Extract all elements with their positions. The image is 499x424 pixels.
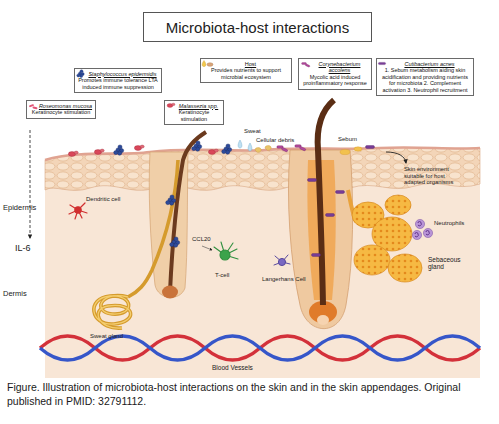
malassezia-yeast xyxy=(68,151,78,156)
callout-box: Cutibacterium acnes1. Sebum metabolism a… xyxy=(376,58,474,96)
blood-vessel-artery xyxy=(40,336,480,360)
langerhans-cell xyxy=(274,255,290,266)
hair-bulb xyxy=(162,286,178,299)
cutibacterium-rod xyxy=(308,179,317,182)
dendritic-cell xyxy=(69,203,87,219)
cellular-debris xyxy=(265,146,271,151)
host-icon xyxy=(202,61,213,67)
sweat-drop xyxy=(238,140,242,148)
part-label: Epidermis xyxy=(3,204,36,213)
figure-caption: Figure. Illustration of microbiota-host … xyxy=(7,380,487,408)
part-label: Sebum xyxy=(338,136,357,143)
part-label: IL-6 xyxy=(15,243,31,253)
t-cell xyxy=(214,242,238,260)
environment-arrow xyxy=(386,152,406,163)
sweat-gland-lumen xyxy=(94,296,131,329)
epidermis-layer xyxy=(45,147,480,190)
callout-heading: Staphylococcus epidermidis xyxy=(77,71,159,78)
hair-shaft xyxy=(170,132,206,292)
sebum-drop xyxy=(354,147,362,151)
staph-icon xyxy=(77,70,85,78)
malassezia-yeast xyxy=(134,145,144,150)
blood-vessel-vein xyxy=(40,336,480,360)
part-label: Langerhans Cell xyxy=(262,276,306,283)
cutibacterium-rod xyxy=(312,254,321,257)
title-box: Microbiota-host interactions xyxy=(143,12,372,42)
cutibacterium-rod xyxy=(366,146,375,149)
sebaceous-lobe xyxy=(385,195,411,215)
corynebacterium-rod xyxy=(277,146,288,152)
callout-box: Staphylococcus epidermidisPromotes immun… xyxy=(74,68,162,93)
callout-heading: Cutibacterium acnes xyxy=(379,61,471,68)
staph-cluster xyxy=(192,141,202,151)
callout-body: Keratinocyte stimulation xyxy=(29,109,93,116)
callout-body: Mycolic acid induced proinflammatory res… xyxy=(301,74,369,87)
malassezia-yeast xyxy=(208,149,218,154)
callout-box: Corynebacterium accolensMycolic acid ind… xyxy=(298,58,372,90)
part-label: Sebaceous gland xyxy=(428,256,464,271)
part-label: Sweat xyxy=(244,128,261,135)
malassezia-icon xyxy=(167,103,175,107)
callout-body: Promotes immune tolerance LTA induced im… xyxy=(77,77,159,90)
callout-body: 1. Sebum metabolism aiding skin acidific… xyxy=(379,67,471,93)
part-label: T-cell xyxy=(215,272,229,279)
ccl20-pointer xyxy=(202,246,212,250)
callout-heading: Roseomonas mucosa xyxy=(29,103,93,110)
staph-cluster xyxy=(166,195,176,205)
callout-heading: Host xyxy=(203,61,289,68)
staph-cluster xyxy=(114,145,124,155)
malassezia-yeast xyxy=(94,149,104,154)
cutibacterium-icon xyxy=(378,62,385,64)
dermal-papilla xyxy=(317,315,329,325)
roseomonas-icon xyxy=(29,104,38,110)
cutibacterium-rod xyxy=(326,214,335,217)
callout-box: Malassezia spp.Keratinocyte stimulation xyxy=(164,100,224,125)
cutibacterium-rod xyxy=(336,191,345,194)
part-label: Skin environment suitable for host adapt… xyxy=(404,166,466,186)
callout-heading: Corynebacterium accolens xyxy=(301,61,369,74)
part-label: Dermis xyxy=(3,290,27,299)
sebaceous-lobe xyxy=(354,245,390,275)
il6-signal-arrow xyxy=(30,130,31,238)
part-label: Neutrophils xyxy=(434,220,464,227)
cellular-debris xyxy=(255,148,261,153)
part-label: Blood Vessels xyxy=(212,364,253,371)
hair-shaft xyxy=(318,100,334,305)
callout-body: Provides nutrients to support microbial … xyxy=(203,67,289,80)
corynebacterium-rod xyxy=(295,145,306,151)
sebum-drop xyxy=(340,149,350,154)
callout-body: Keratinocyte stimulation xyxy=(167,109,221,122)
sebaceous-lobe xyxy=(388,254,422,282)
staph-cluster xyxy=(222,144,232,154)
callout-box: Roseomonas mucosaKeratinocyte stimulatio… xyxy=(26,100,96,119)
neutrophils xyxy=(412,219,432,239)
part-label: Sweat gland xyxy=(90,333,123,340)
callout-box: HostProvides nutrients to support microb… xyxy=(200,58,292,83)
part-label: Cellular debris xyxy=(256,137,294,144)
part-label: Dendritic cell xyxy=(86,196,120,203)
stratum-corneum xyxy=(45,147,480,160)
staph-cluster xyxy=(170,237,180,247)
part-label: CCL20 xyxy=(192,236,211,243)
sweat-gland-coil xyxy=(94,296,131,329)
callout-heading: Malassezia spp. xyxy=(167,103,221,110)
sweat-drop xyxy=(248,143,252,151)
corynebacterium-icon xyxy=(302,63,310,68)
figure-title: Microbiota-host interactions xyxy=(166,19,349,36)
dermis-layer xyxy=(45,147,480,378)
